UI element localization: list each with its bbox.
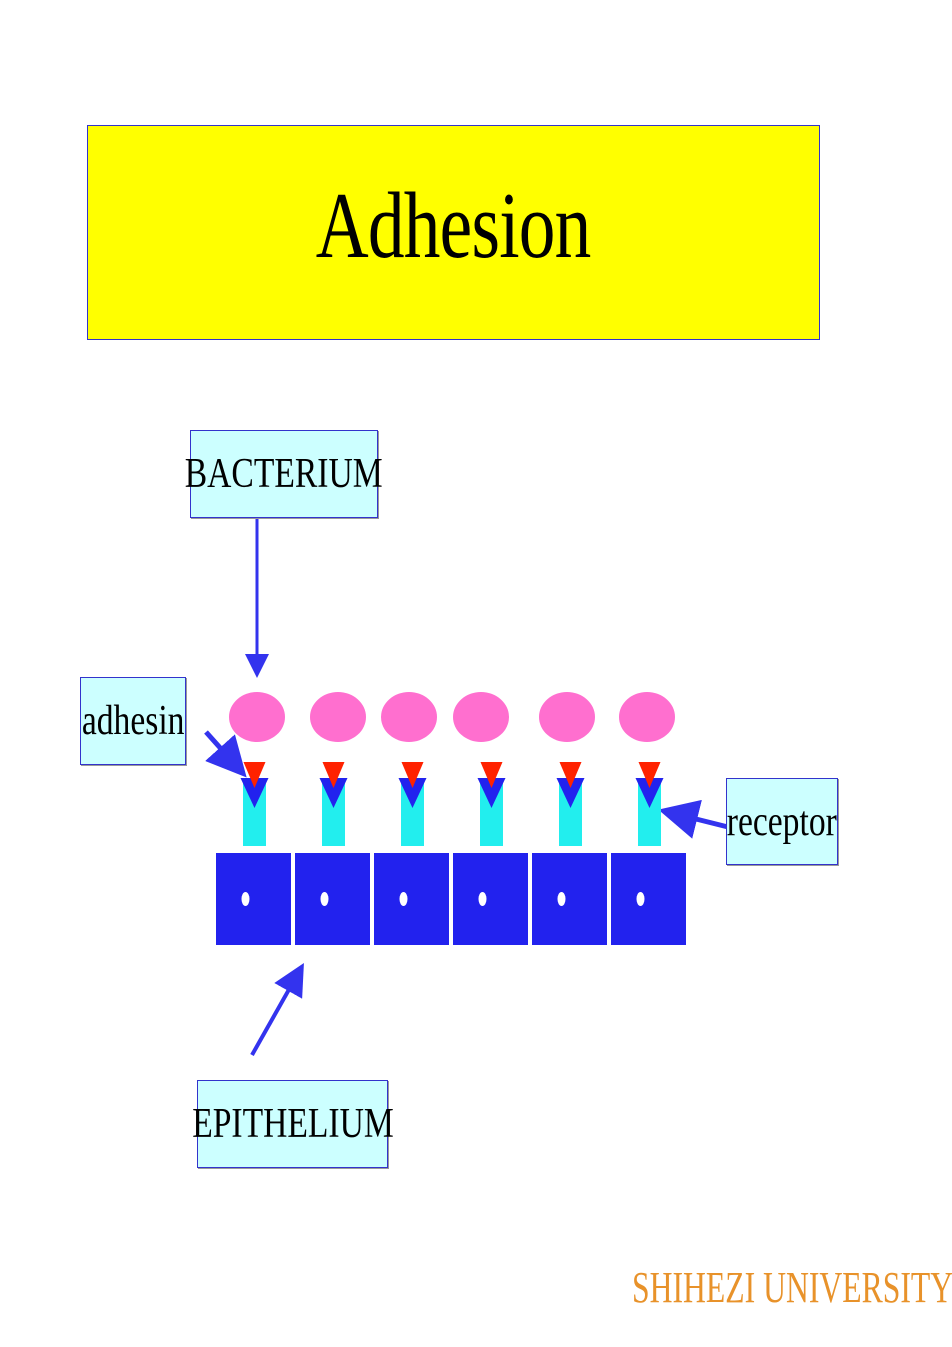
slide-title: Adhesion xyxy=(316,173,592,278)
receptor-label-text: receptor xyxy=(726,798,838,845)
bacterium xyxy=(229,692,285,742)
adhesin-arrow xyxy=(204,730,247,778)
epithelium-label-text: EPITHELIUM xyxy=(191,1101,394,1147)
receptor-binding-site xyxy=(477,778,506,808)
bacterium xyxy=(381,692,437,742)
adhesin-label-text: adhesin xyxy=(81,698,185,744)
epithelium-label: EPITHELIUM xyxy=(192,1080,393,1168)
bacterium-label: BACTERIUM xyxy=(185,430,383,518)
adhesin xyxy=(638,762,661,788)
epithelial-cell xyxy=(611,853,686,945)
bacterium xyxy=(619,692,675,742)
bacterium xyxy=(310,692,366,742)
cell-nucleus xyxy=(478,892,487,906)
adhesin xyxy=(401,762,424,788)
university-footer: SHIHEZI UNIVERSITY xyxy=(632,1263,952,1312)
receptor-binding-site xyxy=(319,778,348,808)
bacterium xyxy=(453,692,509,742)
adhesin xyxy=(480,762,503,788)
cell-nucleus xyxy=(320,892,329,906)
epithelium-arrow xyxy=(250,963,304,1056)
title-banner: Adhesion xyxy=(87,125,820,340)
adhesin xyxy=(322,762,345,788)
receptor-binding-site xyxy=(635,778,664,808)
receptor-binding-site xyxy=(398,778,427,808)
adhesin-label: adhesin xyxy=(80,677,186,765)
adhesin xyxy=(243,762,266,788)
cell-nucleus xyxy=(399,892,408,906)
epithelial-cell xyxy=(295,853,370,945)
epithelial-cell xyxy=(532,853,607,945)
receptor-arrow xyxy=(658,799,729,839)
bacterium-label-text: BACTERIUM xyxy=(185,451,383,497)
receptor-binding-site xyxy=(556,778,585,808)
epithelial-cell xyxy=(216,853,291,945)
cell-nucleus xyxy=(636,892,645,906)
epithelial-cell xyxy=(453,853,528,945)
epithelial-cell xyxy=(374,853,449,945)
cell-nucleus xyxy=(241,892,250,906)
adhesin xyxy=(559,762,582,788)
receptor-binding-site xyxy=(240,778,269,808)
cell-nucleus xyxy=(557,892,566,906)
receptor-label: receptor xyxy=(726,778,838,865)
bacterium xyxy=(539,692,595,742)
